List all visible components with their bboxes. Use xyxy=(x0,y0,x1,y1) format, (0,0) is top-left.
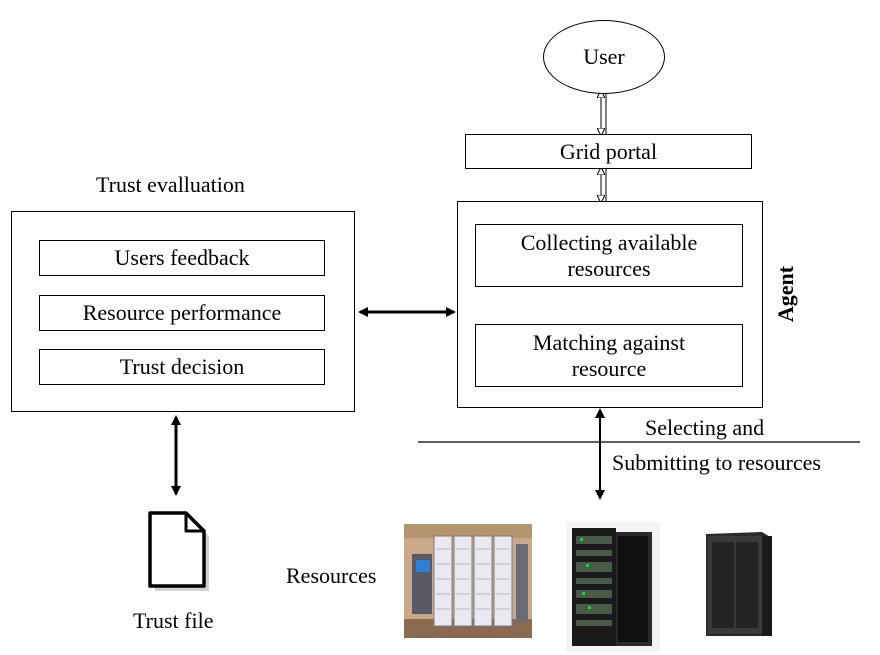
agent-label: Agent xyxy=(773,265,798,323)
submitting-label: Submitting to resources xyxy=(612,450,821,475)
collecting-box: Collecting available resources xyxy=(475,224,743,287)
trust-decision-label: Trust decision xyxy=(119,354,245,379)
arrow-portal-agent xyxy=(601,169,607,201)
resource-performance-box: Resource performance xyxy=(39,295,325,331)
collecting-line2: resources xyxy=(567,255,651,281)
users-feedback-box: Users feedback xyxy=(39,240,325,276)
grid-portal-label: Grid portal xyxy=(559,138,658,164)
arrow-user-portal xyxy=(601,92,607,134)
matching-line1: Matching against xyxy=(532,329,686,355)
matching-line2: resource xyxy=(571,355,647,381)
server-rack-room-image xyxy=(404,524,532,638)
collecting-line1: Collecting available xyxy=(520,229,698,255)
user-label: User xyxy=(583,44,625,69)
selecting-label: Selecting and xyxy=(645,415,765,440)
resource-performance-label: Resource performance xyxy=(82,300,282,325)
trust-evaluation-title: Trust evalluation xyxy=(96,172,245,197)
matching-box: Matching against resource xyxy=(475,324,743,387)
grid-portal-box: Grid portal xyxy=(465,134,752,169)
trust-file-label: Trust file xyxy=(133,608,214,633)
resources-label: Resources xyxy=(286,563,377,588)
users-feedback-label: Users feedback xyxy=(114,245,250,270)
open-server-cabinet-image xyxy=(566,522,660,652)
document-icon xyxy=(148,511,209,591)
trust-decision-box: Trust decision xyxy=(39,349,325,385)
closed-server-cabinet-image xyxy=(698,528,780,640)
user-node: User xyxy=(543,20,665,94)
